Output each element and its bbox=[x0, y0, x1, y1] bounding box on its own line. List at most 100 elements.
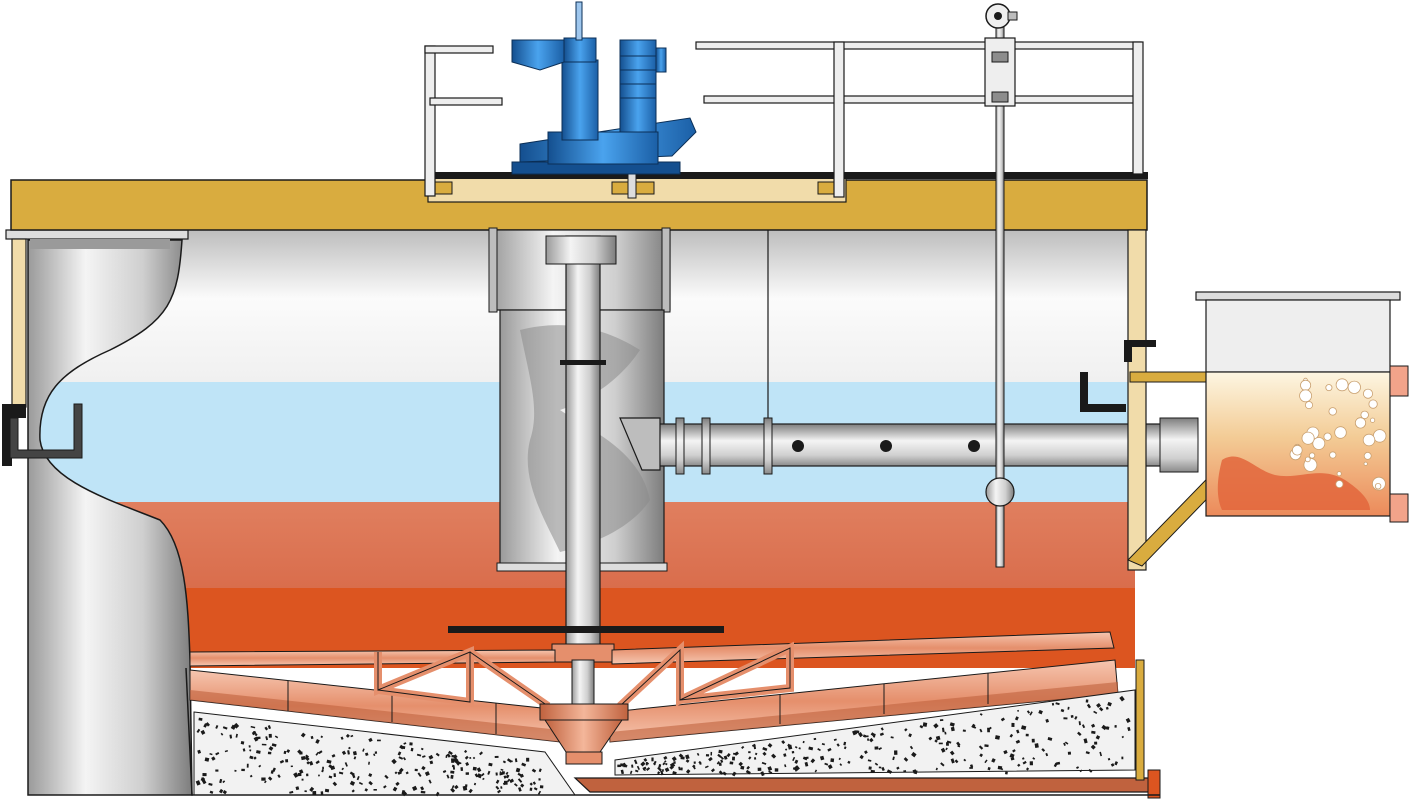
sediment-speckle bbox=[1025, 767, 1030, 771]
underflow-flange bbox=[1147, 769, 1161, 799]
sediment-speckle bbox=[204, 757, 210, 762]
sediment-speckle bbox=[1091, 723, 1096, 728]
sediment-speckle bbox=[1032, 757, 1036, 760]
sediment-speckle bbox=[304, 790, 307, 793]
sediment-speckle bbox=[874, 762, 879, 766]
sediment-speckle bbox=[513, 783, 518, 787]
sediment-speckle bbox=[753, 745, 757, 750]
rake-blade-right-band bbox=[610, 682, 1118, 742]
sediment-speckle bbox=[794, 746, 798, 749]
sediment-speckle bbox=[297, 772, 302, 777]
sediment-speckle bbox=[843, 741, 847, 746]
froth-bubble bbox=[1368, 399, 1378, 409]
sediment-speckle bbox=[784, 764, 787, 768]
sediment-speckle bbox=[383, 785, 387, 789]
sediment-speckle bbox=[1000, 717, 1005, 722]
sediment-speckle bbox=[1003, 749, 1008, 755]
sediment-speckle bbox=[1078, 721, 1081, 726]
sediment-speckle bbox=[1085, 751, 1090, 755]
sediment-speckle bbox=[1064, 741, 1069, 745]
sediment-speckle bbox=[479, 751, 484, 756]
froth-bubble bbox=[1370, 417, 1376, 423]
pipe-port-2 bbox=[880, 440, 892, 452]
sediment-speckle bbox=[394, 771, 398, 775]
froth-bubble bbox=[1325, 384, 1333, 392]
sediment-speckle bbox=[802, 756, 808, 761]
sediment-speckle bbox=[277, 774, 281, 778]
sediment-speckle bbox=[256, 750, 261, 754]
sediment-speckle bbox=[1045, 718, 1050, 723]
froth-bubble bbox=[1374, 483, 1382, 490]
sediment-speckle bbox=[804, 761, 809, 767]
sediment-speckle bbox=[533, 787, 538, 791]
sediment-speckle bbox=[678, 766, 681, 771]
sediment-speckle bbox=[472, 766, 477, 771]
sediment-speckle bbox=[452, 765, 456, 770]
sediment-speckle bbox=[838, 757, 841, 761]
sediment-speckle bbox=[984, 744, 989, 748]
sediment-speckle bbox=[1067, 751, 1072, 755]
froth-bubble bbox=[1305, 456, 1311, 463]
sediment-speckle bbox=[446, 753, 451, 758]
sediment-speckle bbox=[962, 729, 966, 732]
sediment-speckle bbox=[929, 736, 932, 739]
sediment-speckle bbox=[833, 738, 837, 742]
sediment-speckle bbox=[495, 779, 500, 784]
sediment-speckle bbox=[991, 758, 996, 763]
sediment-speckle bbox=[827, 747, 832, 752]
sediment-speckle bbox=[794, 759, 799, 764]
sediment-speckle bbox=[710, 768, 716, 773]
sediment-speckle bbox=[364, 788, 369, 792]
froth-bubble bbox=[1312, 437, 1326, 450]
sediment-speckle bbox=[249, 774, 253, 778]
sediment-speckle bbox=[384, 774, 389, 780]
feed-well-skirt-left-flange bbox=[488, 227, 498, 313]
box-rim bbox=[1195, 291, 1401, 301]
sediment-speckle bbox=[532, 781, 536, 785]
sediment-speckle bbox=[678, 753, 684, 758]
pipe-flange-1 bbox=[675, 417, 685, 475]
sediment-speckle bbox=[476, 767, 482, 773]
tank-bottom-line bbox=[185, 667, 1160, 796]
sediment-speckle bbox=[241, 768, 245, 772]
sediment-speckle bbox=[1121, 735, 1125, 739]
sediment-speckle bbox=[868, 766, 872, 770]
sediment-speckle bbox=[298, 769, 304, 774]
drive-motor-left-top bbox=[563, 37, 597, 63]
shaft-collar-top bbox=[545, 235, 617, 265]
sediment-speckle bbox=[305, 754, 310, 759]
sediment-speckle bbox=[310, 735, 314, 740]
sediment-speckle bbox=[919, 725, 924, 729]
froth-bubble bbox=[1323, 432, 1332, 441]
sediment-speckle bbox=[503, 775, 507, 779]
sediment-speckle bbox=[445, 754, 448, 758]
sediment-speckle bbox=[617, 764, 621, 768]
sediment-speckle bbox=[460, 767, 464, 772]
truss-web-left-outline bbox=[377, 651, 549, 707]
sediment-speckle bbox=[420, 790, 426, 794]
sediment-speckle bbox=[410, 747, 414, 752]
sediment-speckle bbox=[732, 756, 735, 761]
sediment-speckle bbox=[1017, 763, 1021, 767]
sediment-bed bbox=[193, 689, 1136, 797]
sediment-speckle bbox=[451, 785, 455, 789]
sediment-speckle bbox=[500, 786, 503, 789]
overflow-weir-right-upper bbox=[1124, 340, 1156, 362]
sediment-speckle bbox=[909, 745, 914, 750]
sediment-speckle bbox=[1079, 769, 1083, 773]
sediment-speckle bbox=[261, 743, 267, 746]
feed-pipe bbox=[619, 230, 1199, 475]
sediment-speckle bbox=[1009, 733, 1014, 738]
sediment-speckle bbox=[1094, 741, 1098, 745]
sediment-speckle bbox=[505, 774, 510, 779]
sediment-speckle bbox=[903, 770, 907, 773]
sediment-speckle bbox=[306, 761, 310, 765]
sediment-speckle bbox=[502, 781, 507, 786]
sediment-speckle bbox=[1053, 762, 1058, 768]
sediment-speckle bbox=[1101, 724, 1107, 731]
sediment-speckle bbox=[253, 736, 259, 742]
sediment-speckle bbox=[969, 764, 974, 768]
sediment-speckle bbox=[424, 771, 430, 777]
sediment-speckle bbox=[708, 756, 713, 762]
